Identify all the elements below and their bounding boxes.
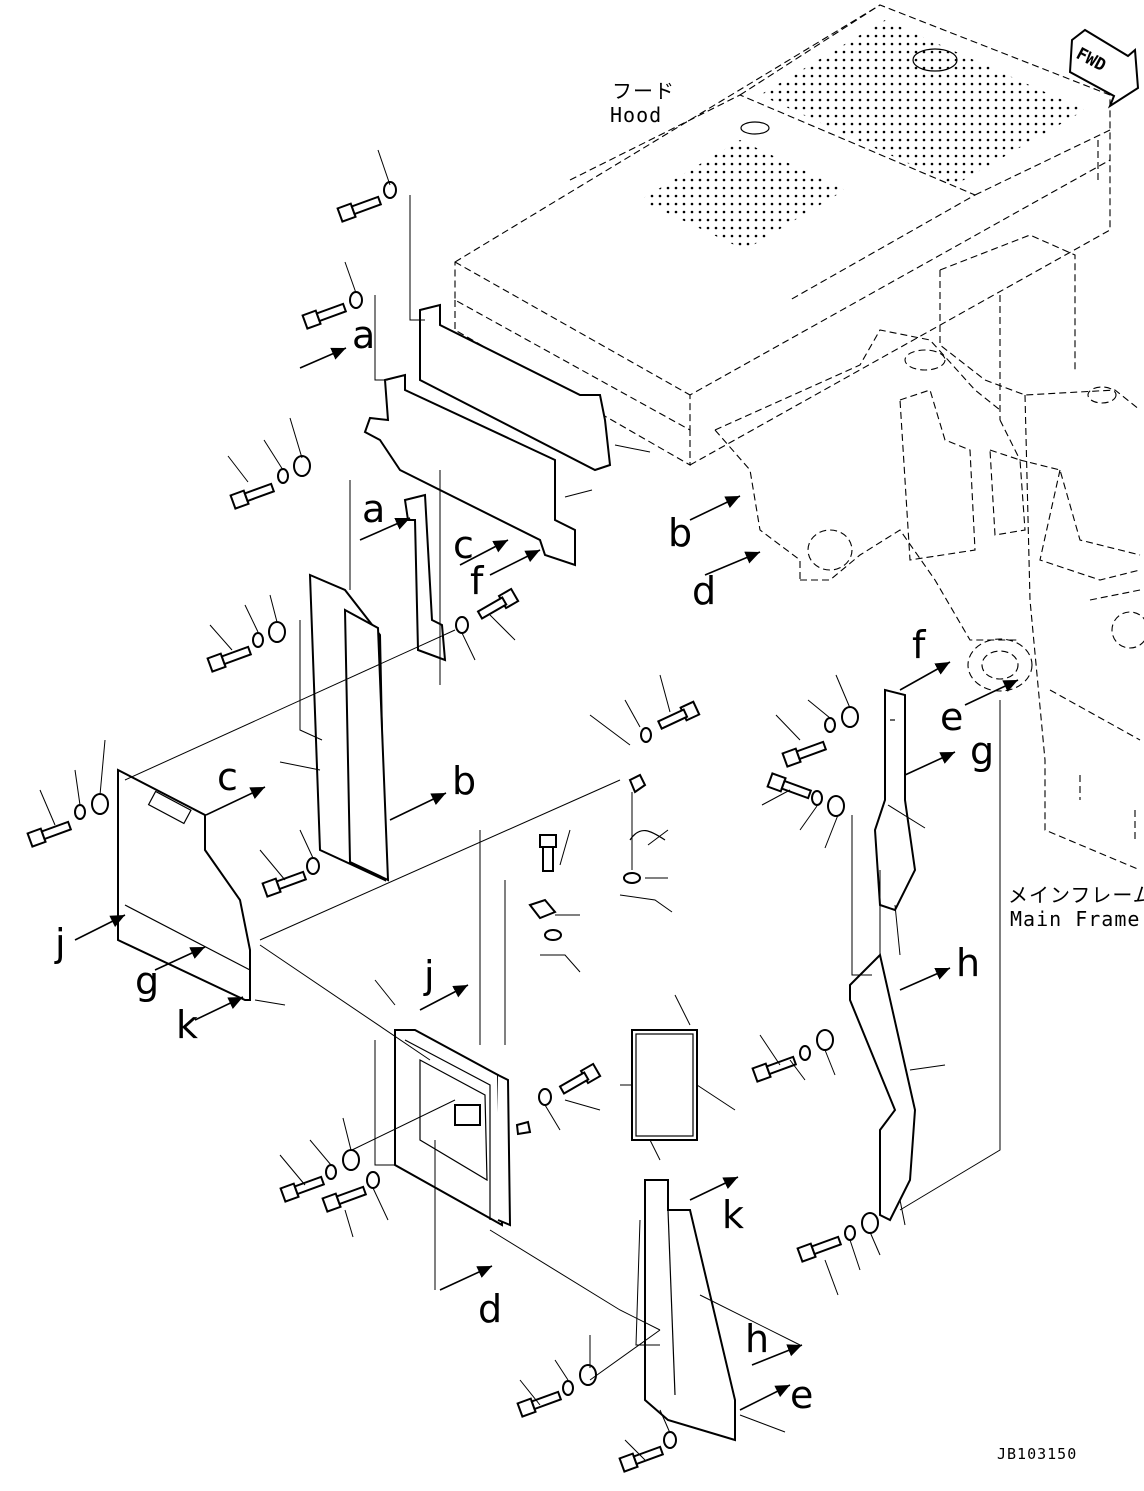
washers: [74, 181, 879, 1449]
clips: [515, 773, 666, 1136]
callout-b: b: [668, 511, 693, 555]
callout-c: c: [217, 755, 238, 799]
narrow-bracket-plate: [403, 493, 447, 662]
callout-h: h: [956, 941, 981, 985]
callout-e: e: [940, 695, 964, 739]
callout-f: f: [912, 623, 926, 667]
callout-h: h: [745, 1317, 770, 1361]
hood-perforated-panel-right: [740, 20, 1085, 185]
callout-c: c: [453, 523, 474, 567]
upper-cover-plate-rear: [419, 303, 612, 472]
callout-g: g: [970, 729, 995, 773]
callout-f: f: [470, 559, 484, 603]
center-cover-plate-j: [394, 1029, 512, 1227]
gasket-sheet: [631, 1029, 698, 1141]
upper-cover-plate-front: [363, 373, 576, 567]
fwd-direction-arrow-icon: [1068, 28, 1140, 109]
callout-b: b: [452, 759, 477, 803]
main-frame-label-japanese: メインフレーム: [1008, 883, 1144, 907]
callout-d: d: [478, 1287, 503, 1331]
callout-g: g: [135, 959, 160, 1003]
right-bracket-upper: [873, 688, 917, 912]
drawing-code: JB103150: [997, 1445, 1078, 1463]
hood-label-english: Hood: [610, 103, 663, 127]
lower-cover-plate-k: [644, 1179, 736, 1442]
tall-side-panel: [308, 573, 390, 882]
leader-lines: [39, 149, 1001, 1461]
reference-arrows: [74, 347, 1019, 1411]
callout-k: k: [176, 1003, 199, 1047]
callout-k: k: [722, 1193, 745, 1237]
callout-j: j: [424, 953, 435, 997]
callout-e: e: [790, 1373, 814, 1417]
hood-perforated-panel-left: [640, 140, 845, 250]
right-bracket-lower: [849, 953, 917, 1222]
main-frame-outline: [714, 234, 1144, 871]
bolts: [26, 195, 843, 1473]
main-frame-label-english: Main Frame: [1010, 907, 1141, 931]
callout-d: d: [692, 569, 717, 613]
callout-a: a: [362, 487, 386, 531]
left-cover-plate-j: [117, 768, 251, 1001]
callout-a: a: [352, 313, 376, 357]
hood-label-japanese: フード: [612, 79, 675, 103]
callout-j: j: [55, 921, 66, 965]
